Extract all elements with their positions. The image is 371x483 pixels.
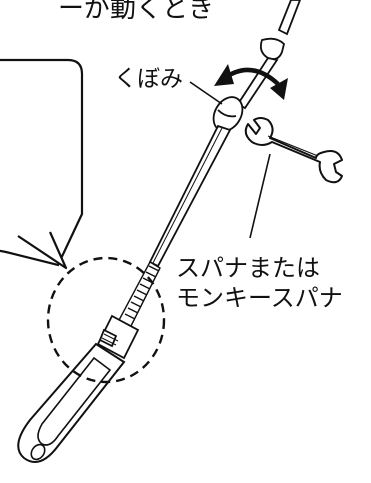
tool-leader-line bbox=[249, 153, 271, 239]
callout-bubble bbox=[0, 58, 84, 267]
dent-joint bbox=[212, 96, 244, 132]
open-end-wrench-icon bbox=[244, 117, 343, 184]
heading-fragment: ーが動くとき bbox=[58, 0, 214, 24]
dent-leader-line bbox=[189, 81, 223, 105]
clevis-end bbox=[17, 342, 126, 463]
highlight-circle bbox=[46, 256, 166, 384]
tool-label-line2: モンキースパナ bbox=[176, 284, 343, 312]
upper-rod bbox=[236, 0, 301, 110]
shaft bbox=[148, 124, 232, 268]
lock-nut bbox=[96, 314, 140, 360]
dent-label: くぼみ bbox=[114, 66, 183, 92]
tool-label-line1: スパナまたは bbox=[176, 254, 320, 282]
callout-pointer bbox=[17, 231, 68, 270]
curved-double-arrow-icon bbox=[214, 64, 288, 100]
threaded-section bbox=[117, 261, 161, 329]
